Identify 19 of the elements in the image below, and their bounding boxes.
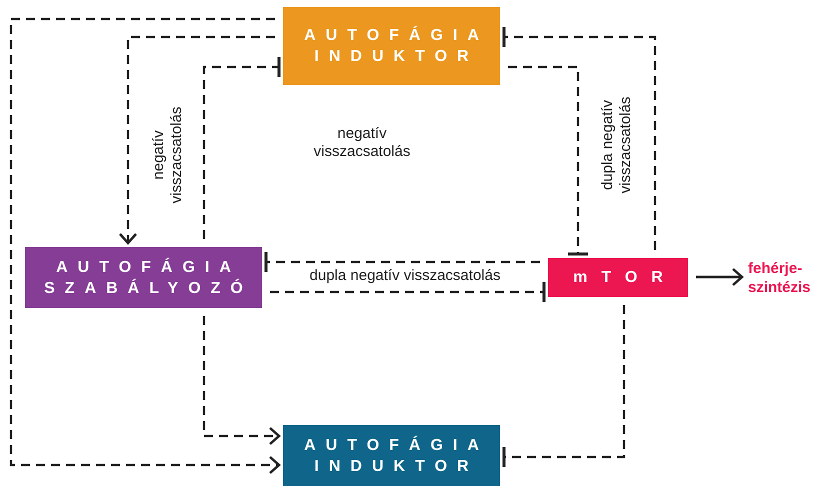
arrow (118, 36, 275, 244)
inductor-box: AUTOFÁGIA INDUKTOR (283, 7, 500, 85)
arrow (10, 18, 280, 474)
feedback-label: dupla negatív visszacsatolás (308, 267, 502, 285)
inhibition-line (508, 66, 590, 256)
inhibition-line (264, 250, 540, 274)
inhibition-line (270, 280, 546, 304)
mtor-box: mTOR (548, 258, 688, 297)
protein-synthesis-label: fehérje- szintézis (748, 259, 812, 297)
arrow (202, 316, 280, 446)
feedback-label: negatív visszacsatolás (150, 106, 186, 206)
feedback-label: negatív visszacsatolás (312, 125, 412, 161)
regulator-box: AUTOFÁGIA SZABÁLYOZÓ (25, 247, 262, 308)
inductor-box: AUTOFÁGIA INDUKTOR (283, 425, 500, 486)
inhibition-line (202, 56, 280, 239)
inhibition-line (502, 305, 626, 468)
feedback-label: dupla negatív visszacsatolás (599, 96, 635, 196)
arrow (696, 268, 744, 286)
inhibition-line (502, 26, 656, 250)
